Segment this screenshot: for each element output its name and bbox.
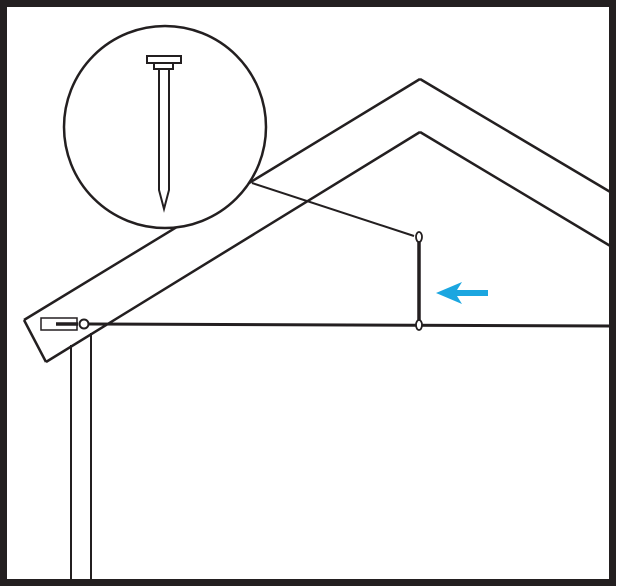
nail-icon xyxy=(146,55,182,213)
nail-head xyxy=(146,55,182,64)
rafter-right-outer xyxy=(419,77,613,195)
top-eye-hook-icon xyxy=(415,231,423,243)
nail-shank xyxy=(158,68,170,213)
callout-leader xyxy=(251,182,415,237)
wall-post xyxy=(70,333,92,583)
rafter-right-inner xyxy=(419,130,613,249)
tie-line xyxy=(87,322,613,328)
bottom-eye-hook-icon xyxy=(415,319,423,331)
nail-callout xyxy=(62,24,268,230)
eave-eye-hook-icon xyxy=(78,318,90,330)
arrow-left-icon xyxy=(436,282,488,304)
rafter-end-cut xyxy=(22,319,48,363)
eave-bracket xyxy=(40,317,90,331)
hanging-wire xyxy=(415,231,423,331)
